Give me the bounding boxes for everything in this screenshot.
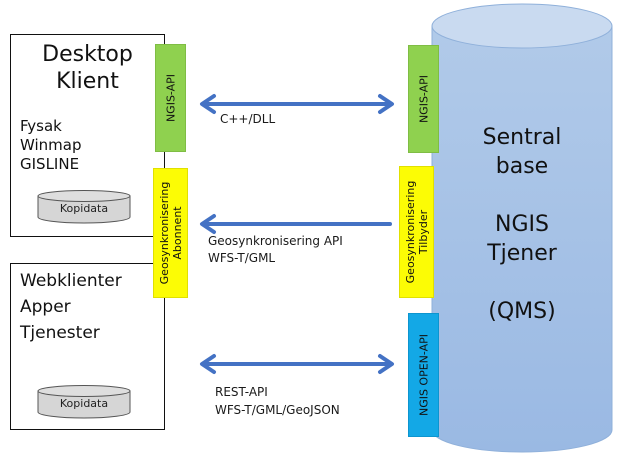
arrowhead-left bbox=[200, 354, 216, 374]
client-geosync-subscriber-tag: Geosynkronisering Abonnent bbox=[153, 168, 188, 298]
arrowhead-right bbox=[378, 94, 394, 114]
database-icon bbox=[37, 190, 131, 224]
connection-label-wfs-geojson: WFS-T/GML/GeoJSON bbox=[215, 403, 340, 417]
desktop-db-label: Kopidata bbox=[59, 202, 109, 215]
desktop-kopidata-db: Kopidata bbox=[37, 189, 131, 225]
server-title-line5: (QMS) bbox=[488, 299, 556, 324]
connection-label-rest-api: REST-API bbox=[215, 385, 268, 399]
desktop-apps-list: Fysak Winmap GISLINE bbox=[20, 117, 82, 174]
desktop-app-item: Winmap bbox=[20, 136, 82, 154]
connection-label-cpp-dll: C++/DLL bbox=[220, 112, 276, 126]
desktop-app-item: Fysak bbox=[20, 117, 62, 135]
desktop-client-box: Desktop Klient Fysak Winmap GISLINE Kopi… bbox=[10, 34, 165, 237]
desktop-title-line2: Klient bbox=[56, 69, 119, 94]
server-top bbox=[431, 3, 613, 49]
arrowhead-left bbox=[200, 94, 216, 114]
web-kopidata-db: Kopidata bbox=[37, 384, 131, 420]
web-client-box: Webklienter Apper Tjenester Kopidata bbox=[10, 263, 165, 430]
web-client-item: Webklienter bbox=[20, 271, 122, 291]
server-title-line2: base bbox=[495, 154, 549, 179]
connection-label-wfs-gml: WFS-T/GML bbox=[208, 251, 276, 265]
server-title-line4: Tjener bbox=[487, 241, 557, 266]
arrow-rest-api bbox=[200, 354, 394, 374]
database-icon bbox=[37, 385, 131, 419]
arrowhead-right bbox=[378, 354, 394, 374]
connection-label-geosync-api: Geosynkronisering API bbox=[208, 234, 343, 248]
arrowhead-left bbox=[200, 214, 216, 234]
web-client-item: Apper bbox=[20, 297, 71, 317]
server-ngis-api-tag: NGIS-API bbox=[408, 45, 439, 153]
web-clients-list: Webklienter Apper Tjenester bbox=[20, 268, 122, 346]
desktop-title-line1: Desktop bbox=[42, 42, 133, 67]
arrow-geosync bbox=[200, 214, 392, 234]
desktop-app-item: GISLINE bbox=[20, 155, 80, 173]
server-body bbox=[431, 25, 613, 453]
web-db-label: Kopidata bbox=[59, 397, 109, 410]
server-geosync-provider-tag: Geosynkronisering Tilbyder bbox=[399, 166, 434, 298]
client-ngis-api-tag: NGIS-API bbox=[155, 44, 186, 152]
server-title-line1: Sentral bbox=[482, 125, 562, 150]
server-title-line3: NGIS bbox=[495, 212, 549, 237]
server-open-api-tag: NGIS OPEN-API bbox=[408, 313, 439, 437]
web-client-item: Tjenester bbox=[20, 323, 100, 343]
arrow-cpp-dll bbox=[200, 94, 394, 114]
